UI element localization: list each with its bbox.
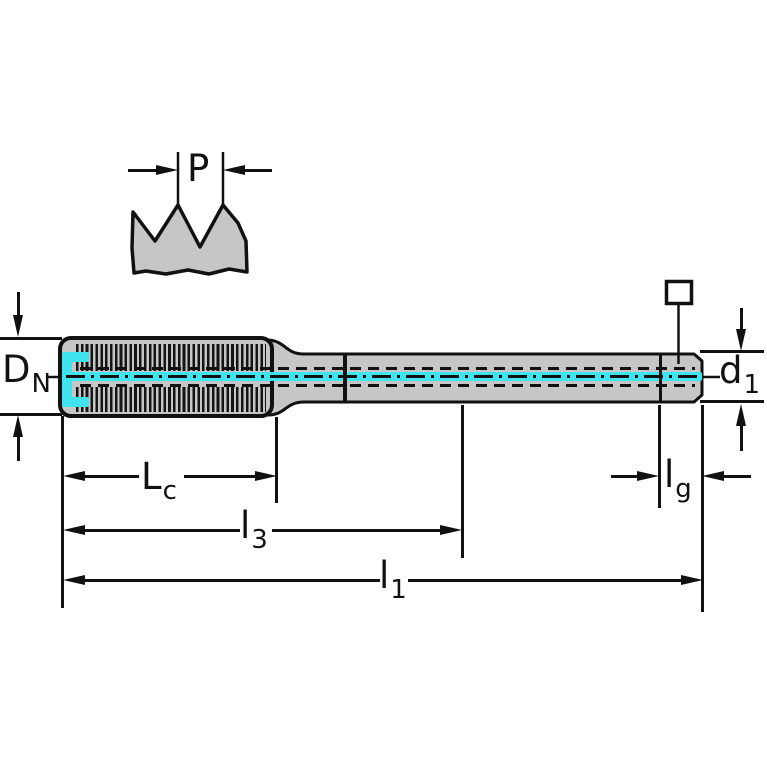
lc-label-main: L [141,455,162,498]
p-dim-line-left [128,169,158,172]
lg-arrow-left [702,471,724,481]
neck-junction-line [343,354,347,402]
dn-extension-top [0,337,62,340]
lc-arrow-right [255,471,277,481]
l3-dim-line-right [272,529,442,532]
coolant-bore-hidden-line-bottom [80,384,695,387]
coolant-front-outlet-bottom [62,397,89,407]
dn-label-sub: N [31,369,51,399]
extension-line-front [61,416,64,608]
l3-dim-line-left [83,529,240,532]
lg-dim-line-right [723,475,751,478]
d1-arrow-down [736,329,746,351]
l1-dim-line-right [408,579,683,582]
pitch-label-main: P [187,147,210,190]
thread-crest-stripes-bottom [76,387,266,412]
l3-arrow-right [440,525,462,535]
p-arrow-right [156,165,178,175]
p-arrow-left [223,165,245,175]
l1-label-main: l [379,554,390,597]
dn-extension-bottom [0,413,62,416]
square-drive-icon [664,279,694,306]
dn-label-main: D [2,348,31,391]
lg-arrow-right [637,471,659,481]
d1-arrow-stem-top [740,308,743,332]
shank-diameter-label: d1 [719,349,760,398]
extension-line-lg-start [658,405,661,508]
square-section-line [659,354,662,402]
dn-arrow-stem-top [17,292,20,318]
square-drive-length-label: lg [664,453,692,502]
thread-crest-stripes-top [76,344,266,371]
d1-label-main: d [719,349,743,392]
p-dim-line-right [244,169,272,172]
dn-arrow-stem-bottom [17,435,20,461]
tool-centerline [66,375,700,378]
l1-arrow-left [63,575,85,585]
intermediate-length-label: l3 [240,504,268,553]
l1-label-sub: 1 [390,575,407,605]
lc-dim-line-left [83,475,139,478]
l1-dim-line-left [83,579,380,582]
coolant-front-outlet-top [62,352,89,362]
d1-extension-bottom [700,400,764,403]
thread-profile-detail [130,203,249,276]
l1-arrow-right [681,575,703,585]
nominal-diameter-label: DN [2,348,51,397]
coolant-bore-hidden-line-top [80,367,695,370]
overall-length-label: l1 [379,554,407,603]
l3-label-sub: 3 [251,525,268,555]
dn-arrow-down [13,315,23,337]
d1-arrow-up [736,404,746,426]
dn-arrow-up [13,415,23,437]
lc-dim-line-right [184,475,257,478]
lg-label-sub: g [675,474,692,504]
lg-dim-line-left [611,475,639,478]
extension-line-lc-end [275,417,278,503]
pitch-label: P [187,150,210,187]
extension-line-tool-end [701,405,704,612]
l3-label-main: l [240,504,251,547]
extension-line-l3-end [461,405,464,558]
thread-length-label: Lc [141,455,177,504]
coolant-front-outlet [62,352,72,407]
d1-arrow-stem-bottom [740,424,743,451]
d1-label-sub: 1 [743,370,761,400]
lg-label-main: l [664,453,675,496]
lc-label-sub: c [162,476,177,506]
l3-arrow-left [63,525,85,535]
lc-arrow-left [63,471,85,481]
d1-extension-top [700,350,764,353]
